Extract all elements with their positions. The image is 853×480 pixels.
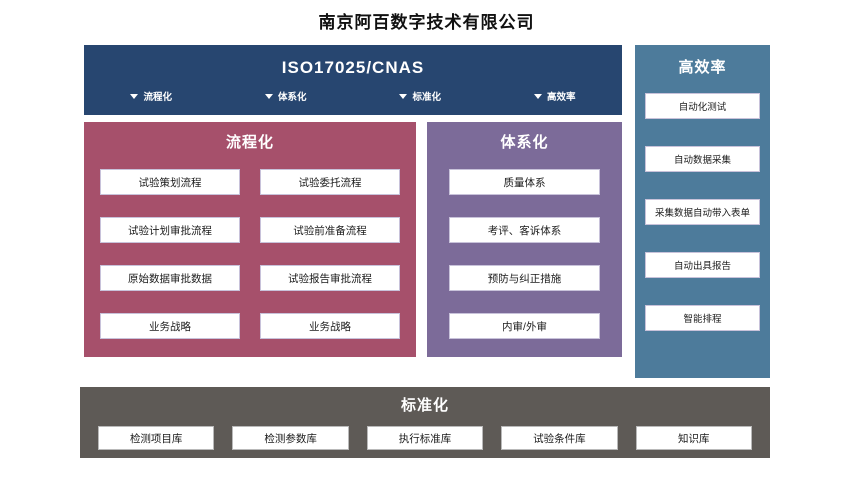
system-item[interactable]: 考评、客诉体系 — [449, 217, 600, 243]
iso-tag-label: 标准化 — [412, 92, 441, 103]
standard-item[interactable]: 检测项目库 — [98, 426, 215, 450]
standard-item[interactable]: 知识库 — [635, 426, 752, 450]
efficiency-item[interactable]: 自动出具报告 — [645, 252, 760, 278]
process-item-grid: 试验策划流程 试验委托流程 试验计划审批流程 试验前准备流程 原始数据审批数据 … — [100, 169, 400, 339]
system-item-grid: 质量体系 考评、客诉体系 预防与纠正措施 内审/外审 — [449, 169, 600, 339]
system-item[interactable]: 质量体系 — [449, 169, 600, 195]
efficiency-item[interactable]: 智能排程 — [645, 305, 760, 331]
efficiency-item[interactable]: 自动化测试 — [645, 93, 760, 119]
iso-tag-efficiency[interactable]: 高效率 — [488, 89, 623, 103]
iso-header-title: ISO17025/CNAS — [281, 58, 425, 77]
triangle-down-icon — [130, 93, 139, 99]
triangle-down-icon — [399, 93, 408, 99]
standard-item[interactable]: 检测参数库 — [232, 426, 349, 450]
process-item[interactable]: 试验计划审批流程 — [100, 217, 240, 243]
standard-panel-title: 标准化 — [400, 397, 449, 414]
triangle-down-icon — [264, 93, 273, 99]
iso-tag-standard[interactable]: 标准化 — [353, 89, 488, 103]
system-item[interactable]: 内审/外审 — [449, 313, 600, 339]
system-panel-title: 体系化 — [500, 134, 549, 151]
efficiency-item[interactable]: 采集数据自动带入表单 — [645, 199, 760, 225]
system-item[interactable]: 预防与纠正措施 — [449, 265, 600, 291]
triangle-down-icon — [533, 93, 542, 99]
standard-item[interactable]: 试验条件库 — [501, 426, 618, 450]
iso-tag-label: 高效率 — [546, 92, 576, 103]
iso-tag-system[interactable]: 体系化 — [219, 89, 354, 103]
page-title: 南京阿百数字技术有限公司 — [318, 13, 535, 32]
efficiency-panel: 高效率 自动化测试 自动数据采集 采集数据自动带入表单 自动出具报告 智能排程 — [635, 45, 770, 378]
process-panel: 流程化 试验策划流程 试验委托流程 试验计划审批流程 试验前准备流程 原始数据审… — [84, 122, 416, 357]
process-item[interactable]: 试验前准备流程 — [260, 217, 400, 243]
system-panel: 体系化 质量体系 考评、客诉体系 预防与纠正措施 内审/外审 — [427, 122, 622, 357]
process-item[interactable]: 业务战略 — [100, 313, 240, 339]
standard-panel: 标准化 检测项目库 检测参数库 执行标准库 试验条件库 知识库 — [80, 387, 770, 458]
iso-tag-label: 体系化 — [277, 92, 307, 103]
process-item[interactable]: 原始数据审批数据 — [100, 265, 240, 291]
standard-item[interactable]: 执行标准库 — [366, 426, 484, 450]
efficiency-item-grid: 自动化测试 自动数据采集 采集数据自动带入表单 自动出具报告 智能排程 — [645, 93, 760, 331]
process-item[interactable]: 试验委托流程 — [260, 169, 400, 195]
process-panel-title: 流程化 — [225, 134, 274, 151]
iso-tag-label: 流程化 — [143, 92, 172, 103]
efficiency-item[interactable]: 自动数据采集 — [645, 146, 760, 172]
iso-tag-process[interactable]: 流程化 — [84, 89, 219, 103]
standard-item-grid: 检测项目库 检测参数库 执行标准库 试验条件库 知识库 — [98, 426, 752, 450]
iso-header-tag-list: 流程化 体系化 标准化 高效率 — [84, 89, 622, 103]
iso-header-panel: ISO17025/CNAS 流程化 体系化 标准化 高效率 — [84, 45, 622, 115]
process-item[interactable]: 业务战略 — [260, 313, 400, 339]
process-item[interactable]: 试验策划流程 — [100, 169, 240, 195]
process-item[interactable]: 试验报告审批流程 — [260, 265, 400, 291]
efficiency-panel-title: 高效率 — [678, 59, 727, 76]
